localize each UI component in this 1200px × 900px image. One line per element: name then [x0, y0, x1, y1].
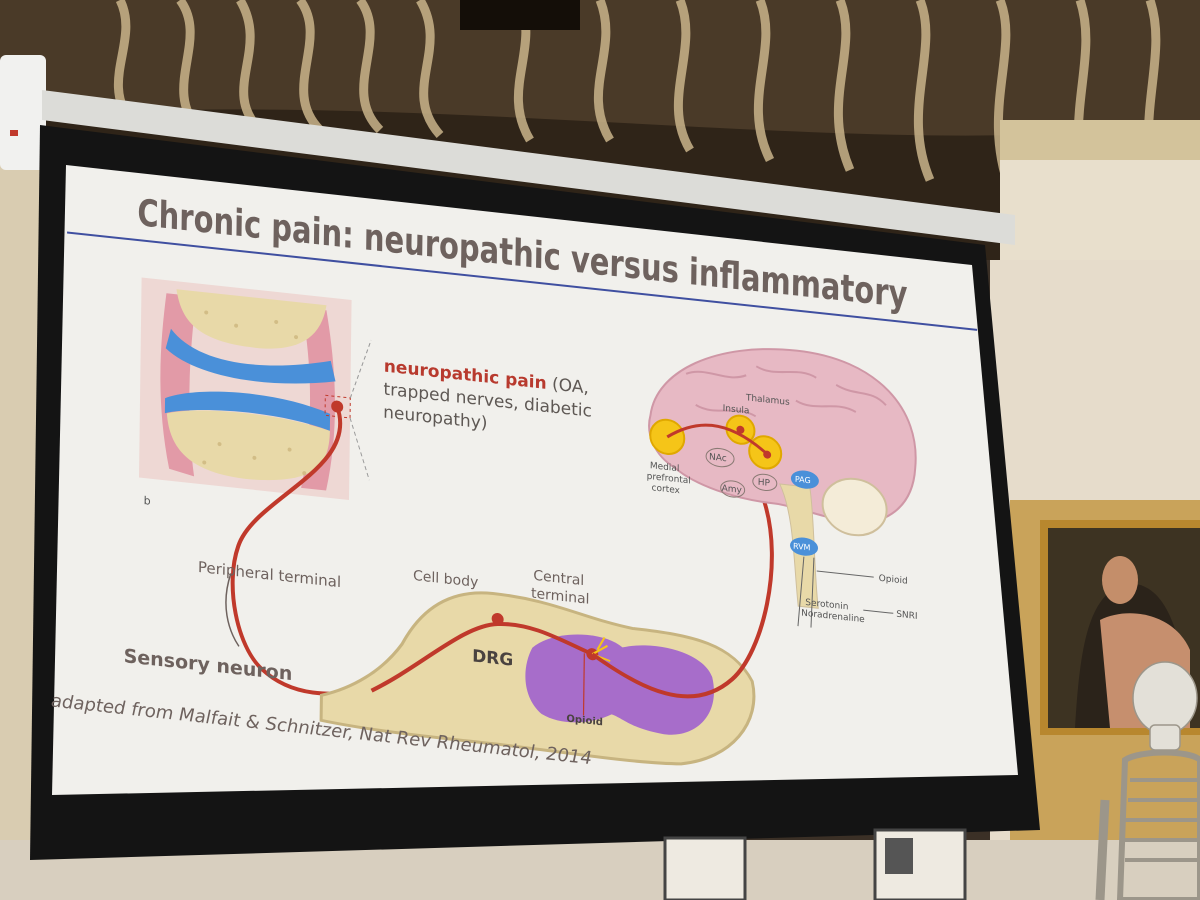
wall-speaker — [0, 55, 46, 170]
hp-label: HP — [758, 478, 771, 489]
panel-b-letter: b — [144, 494, 151, 508]
rvm-label: RVM — [793, 542, 811, 553]
nac-label: NAc — [709, 452, 727, 464]
pag-label: PAG — [795, 475, 811, 486]
framed-notice-1 — [665, 838, 745, 900]
